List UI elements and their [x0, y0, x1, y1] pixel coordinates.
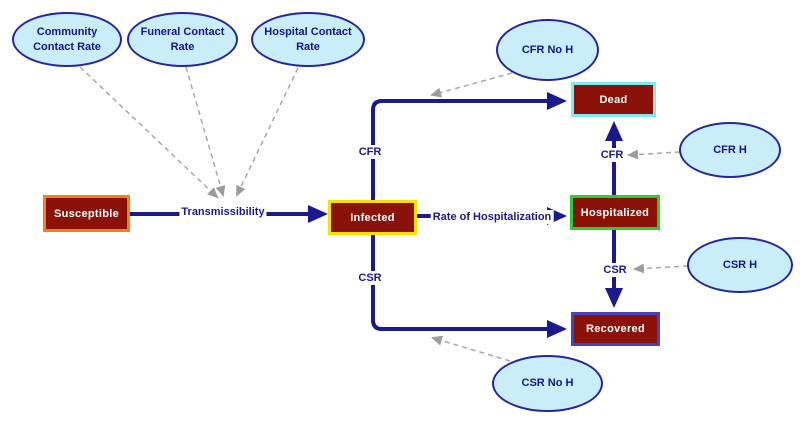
edge-label-transmissibility: Transmissibility	[179, 205, 267, 219]
variable-hospital-contact-rate: Hospital Contact Rate	[251, 12, 365, 67]
variable-csr-h: CSR H	[687, 237, 793, 293]
variable-cfr-h: CFR H	[679, 122, 781, 178]
edge-label-cfr-hospitalized: CFR	[598, 148, 626, 162]
influence-cfr-no-h	[430, 72, 513, 98]
variable-cfr-no-h: CFR No H	[496, 19, 599, 81]
influence-csr-h	[633, 263, 689, 274]
stock-hospitalized: Hospitalized	[570, 195, 660, 230]
edge-label-cfr-infected: CFR	[356, 145, 384, 159]
edge-label-csr-hospitalized: CSR	[601, 263, 629, 277]
variable-funeral-contact-rate: Funeral Contact Rate	[127, 12, 238, 67]
influence-cfr-h	[627, 149, 681, 160]
edge-label-csr-infected: CSR	[356, 271, 384, 285]
influence-hospital-contact-rate	[236, 67, 299, 197]
stock-dead: Dead	[571, 82, 656, 117]
variable-community-contact-rate: Community Contact Rate	[12, 12, 122, 67]
variable-csr-no-h: CSR No H	[492, 355, 603, 412]
stock-susceptible: Susceptible	[43, 195, 130, 232]
stock-infected: Infected	[328, 200, 417, 235]
flow-infected-to-dead	[371, 92, 567, 201]
influence-community-contact-rate	[79, 66, 219, 199]
edge-label-rate-of-hospitalization: Rate of Hospitalization	[430, 210, 554, 224]
influence-funeral-contact-rate	[185, 66, 226, 197]
flow-infected-to-recovered	[371, 234, 567, 338]
stock-recovered: Recovered	[571, 312, 660, 346]
influence-csr-no-h	[431, 335, 511, 362]
